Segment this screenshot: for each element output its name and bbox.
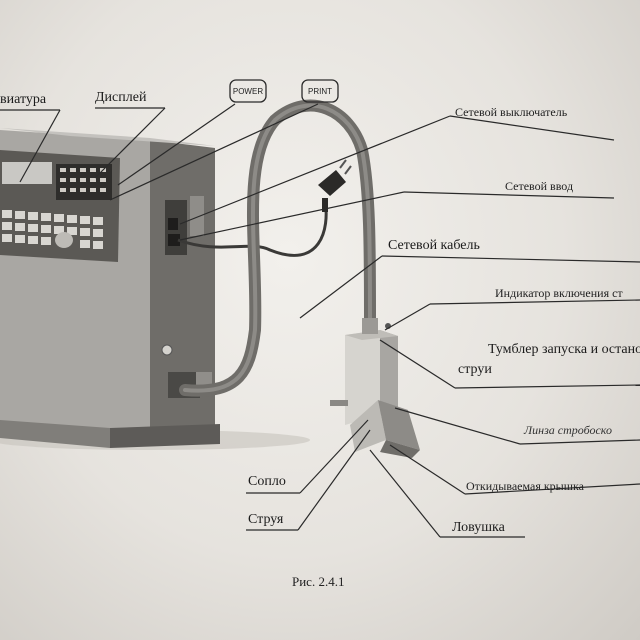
power-socket xyxy=(168,234,180,246)
print-button-outline xyxy=(301,79,339,103)
print-button-label: PRINT xyxy=(308,87,332,96)
label-toggle-line1: Тумблер запуска и остано xyxy=(488,342,640,357)
label-jet: Струя xyxy=(248,512,284,527)
power-button-outline xyxy=(229,79,267,103)
label-power-cable: Сетевой кабель xyxy=(388,238,480,253)
power-button-label: POWER xyxy=(232,87,264,96)
label-power-input: Сетевой ввод xyxy=(505,179,574,193)
power-switch xyxy=(168,218,178,230)
label-power-switch: Сетевой выключатель xyxy=(455,105,568,119)
label-indicator: Индикатор включения ст xyxy=(495,286,623,300)
plug xyxy=(318,159,352,212)
label-nozzle: Сопло xyxy=(248,474,286,489)
control-panel xyxy=(0,150,120,262)
label-toggle-line2: струи xyxy=(458,362,492,377)
label-keyboard: виатура xyxy=(0,92,47,107)
print-head xyxy=(330,318,420,458)
leader-lines xyxy=(0,103,640,538)
display-screen xyxy=(2,162,52,184)
power-cable-line xyxy=(177,199,328,257)
keyboard-keys xyxy=(2,210,103,249)
label-trap: Ловушка xyxy=(452,520,505,535)
label-strobe-lens: Линза стробоско xyxy=(524,423,612,437)
label-flip-cover: Откидываемая крышка xyxy=(466,479,584,493)
label-display: Дисплей xyxy=(95,90,147,105)
figure-caption: Рис. 2.4.1 xyxy=(292,574,345,589)
